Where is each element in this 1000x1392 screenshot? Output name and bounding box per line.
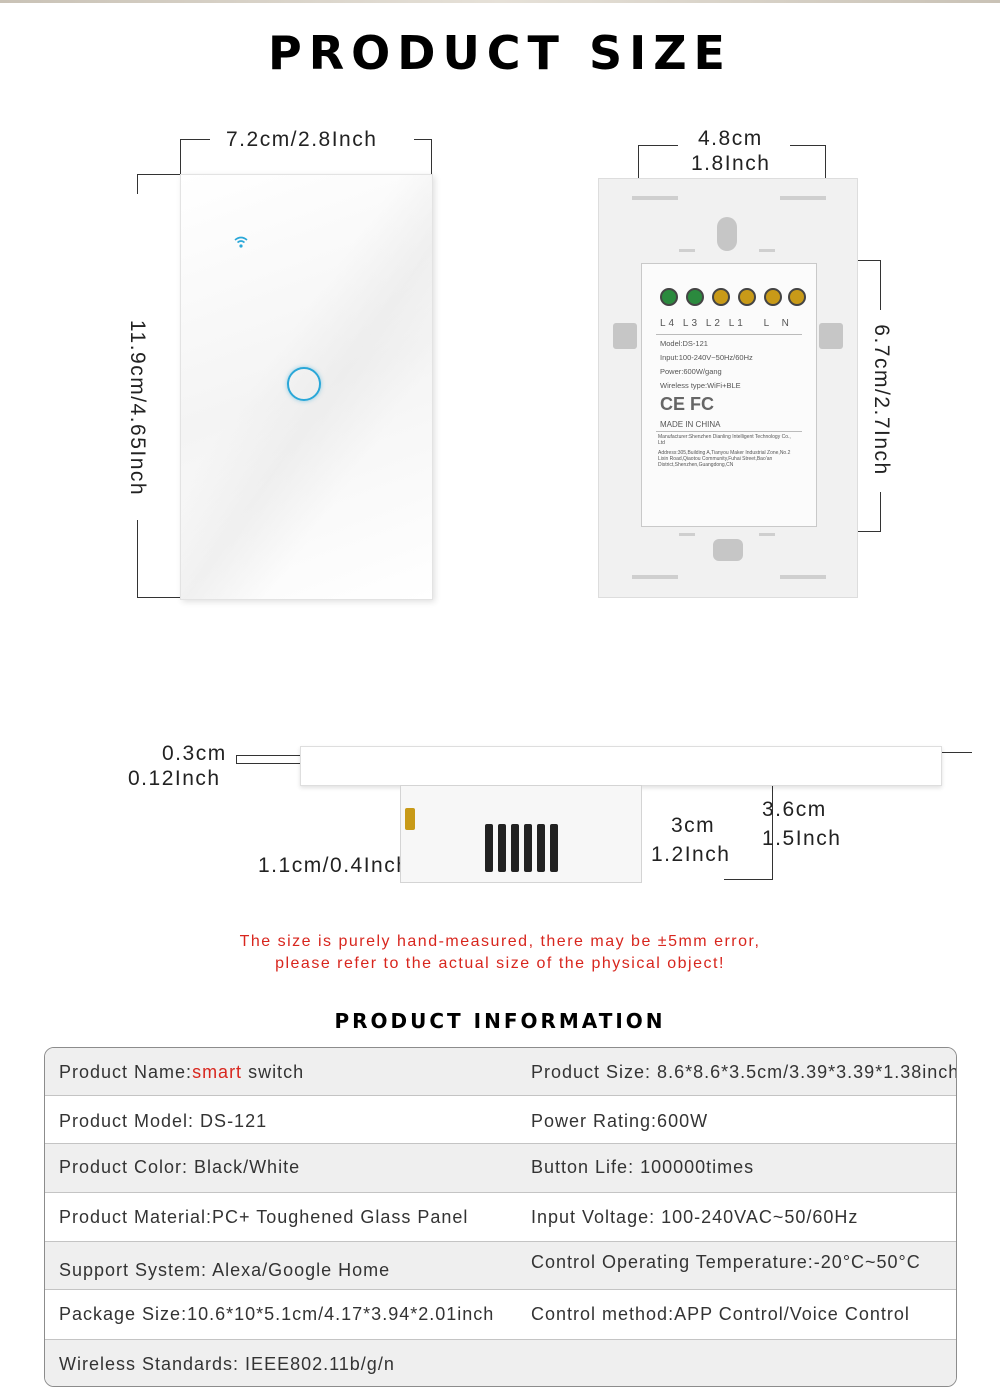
front-width-label: 7.2cm/2.8Inch [226,128,378,151]
top-divider [0,0,1000,3]
touch-button-ring [287,367,321,401]
measurement-notice-line1: The size is purely hand-measured, there … [239,933,761,950]
switch-front-panel [180,174,433,600]
product-name-cell: Product Name:smart switch [59,1062,305,1082]
label-input: Input:100-240V~50Hz/60Hz [660,353,753,362]
label-wireless: Wireless type:WiFi+BLE [660,381,741,390]
terminal-label-l2: L2 [705,318,723,329]
back-housing: L4 L3 L2 L1 L N Model:DS-121 Input:100-2… [641,263,817,527]
product-size-cell: Product Size: 8.6*8.6*3.5cm/3.39*3.39*1.… [531,1062,957,1082]
label-manufacturer: Manufacturer:Shenzhen Dianling Intellige… [658,434,791,446]
back-width-inch-label: 1.8Inch [691,152,771,175]
product-information-title: PRODUCT INFORMATION [334,1009,666,1033]
table-row: Wireless Standards: IEEE802.11b/g/n [45,1340,956,1386]
product-name-highlight: smart [192,1062,243,1082]
label-made-in: MADE IN CHINA [660,420,721,429]
panel-thickness-cm-label: 0.3cm [162,742,227,765]
terminal-label-l1: L1 [728,318,746,329]
back-width-cm-label: 4.8cm [698,127,763,150]
terminal-label-l: L [763,318,772,329]
table-row: Package Size:10.6*10*5.1cm/4.17*3.94*2.0… [45,1290,956,1340]
product-color-cell: Product Color: Black/White [59,1157,301,1177]
front-view [0,0,432,598]
table-row: Product Model: DS-121 Power Rating:600W [45,1096,956,1144]
wireless-standards-cell: Wireless Standards: IEEE802.11b/g/n [59,1354,395,1374]
wifi-icon [234,236,248,248]
label-power: Power:600W/gang [660,367,722,376]
table-row: Support System: Alexa/Google Home Contro… [45,1242,956,1290]
label-certification-marks: CE FC [660,394,714,414]
page-title: PRODUCT SIZE [268,26,732,80]
operating-temperature-cell: Control Operating Temperature:-20°C~50°C [531,1252,921,1272]
switch-side-panel [300,746,942,786]
side-view-dimension-lines [0,0,972,880]
table-row: Product Name:smart switch Product Size: … [45,1048,956,1096]
product-info-table: Product Name:smart switch Product Size: … [44,1047,957,1387]
input-voltage-cell: Input Voltage: 100-240VAC~50/60Hz [531,1207,859,1227]
body-depth-inch-label: 1.2Inch [651,843,731,866]
total-depth-inch-label: 1.5Inch [762,827,842,850]
terminal-label-l4: L4 [660,318,678,329]
back-height-label: 6.7cm/2.7Inch [870,324,893,476]
measurement-notice-line2: please refer to the actual size of the p… [275,955,725,972]
panel-thickness-inch-label: 0.12Inch [128,767,221,790]
side-offset-label: 1.1cm/0.4Inch [258,854,410,877]
table-row: Product Material:PC+ Toughened Glass Pan… [45,1193,956,1242]
label-address: Address:305,Building A,Tianyou Maker Ind… [658,450,791,468]
terminal-label-l3: L3 [682,318,701,329]
table-row: Product Color: Black/White Button Life: … [45,1144,956,1193]
product-material-cell: Product Material:PC+ Toughened Glass Pan… [59,1207,469,1227]
power-rating-cell: Power Rating:600W [531,1111,709,1131]
support-system-cell: Support System: Alexa/Google Home [59,1260,391,1280]
package-size-cell: Package Size:10.6*10*5.1cm/4.17*3.94*2.0… [59,1304,495,1324]
switch-back-panel: L4 L3 L2 L1 L N Model:DS-121 Input:100-2… [598,178,858,598]
terminal-label-n: N [781,318,792,329]
switch-side-body [400,785,642,883]
control-method-cell: Control method:APP Control/Voice Control [531,1304,910,1324]
total-depth-cm-label: 3.6cm [762,798,827,821]
front-height-label: 11.9cm/4.65Inch [126,319,149,497]
body-depth-cm-label: 3cm [671,814,716,837]
product-model-cell: Product Model: DS-121 [59,1111,268,1131]
button-life-cell: Button Life: 100000times [531,1157,755,1177]
label-model: Model:DS-121 [660,339,708,348]
